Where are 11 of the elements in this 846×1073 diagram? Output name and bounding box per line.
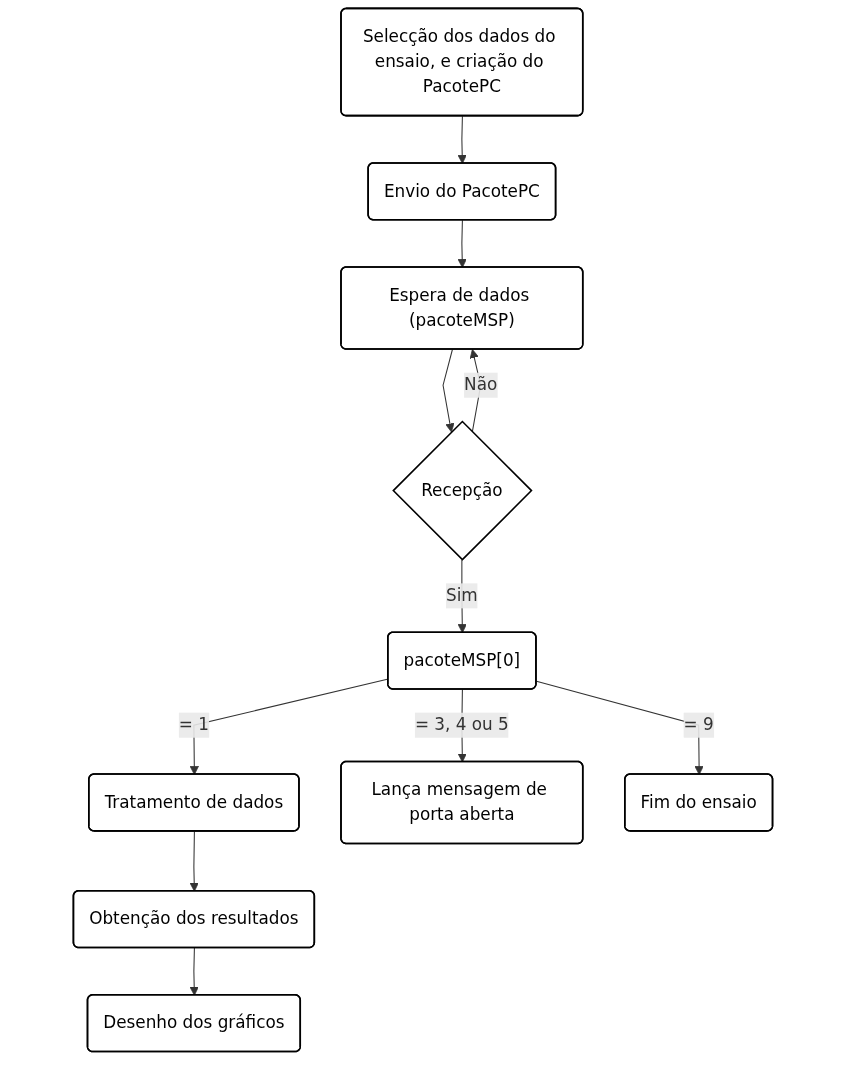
arrow: [457, 219, 467, 268]
edge-label: = 9: [683, 714, 714, 735]
node-diamond: Recepção: [392, 420, 533, 561]
arrow: [442, 348, 455, 433]
edge-label: = 1: [178, 714, 209, 735]
arrow: [457, 115, 467, 164]
arrow: [189, 947, 199, 996]
edge-label: Não: [464, 374, 498, 395]
arrow: [189, 830, 199, 892]
edge-label: = 3, 4 ou 5: [414, 714, 509, 735]
edge-label: Sim: [446, 585, 478, 606]
